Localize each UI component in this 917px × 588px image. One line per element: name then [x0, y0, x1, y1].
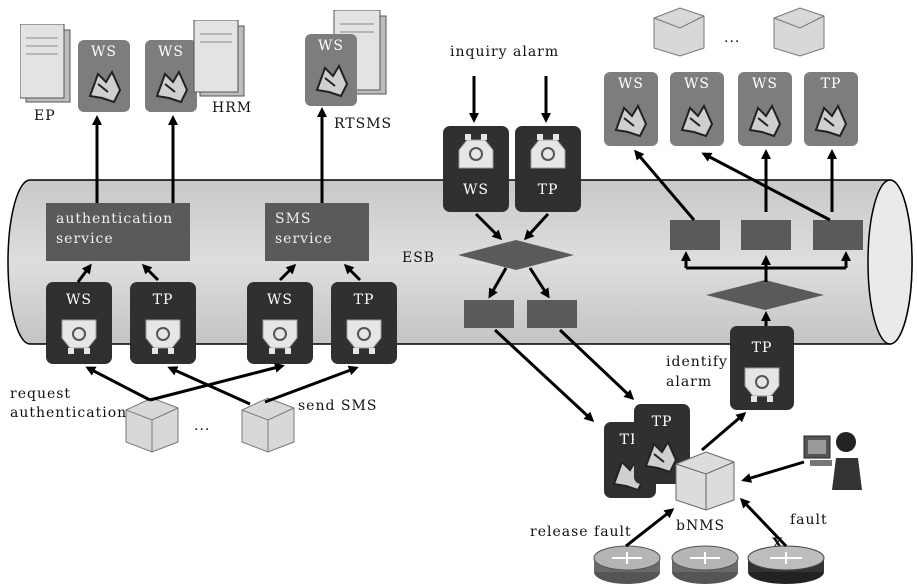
tp-label: TP: [353, 292, 375, 308]
server-icon: [125, 397, 179, 453]
authentication-service-line2: service: [56, 231, 114, 247]
sms-service-box: SMS service: [265, 203, 369, 261]
plug-connector-icon: [458, 134, 494, 169]
tp-label: TP: [537, 182, 559, 198]
server-ellipsis: ...: [724, 30, 741, 46]
rtsms-label: RTSMS: [334, 116, 393, 132]
plug-connector-icon: [530, 134, 566, 169]
tp-label: TP: [651, 414, 673, 430]
broken-puzzle-icon: [88, 69, 122, 104]
auth-tp-connector: TP: [130, 282, 196, 364]
backend-ws-component-3: WS: [738, 72, 792, 146]
ws-label: WS: [91, 44, 117, 60]
alarm-endpoint-box-1: [670, 220, 720, 250]
identify-alarm-line1: identify: [666, 354, 728, 370]
rtsms-ws-component: WS: [305, 34, 357, 106]
request-authentication-line2: authentication: [10, 405, 128, 421]
server-icon: [773, 7, 825, 57]
broken-puzzle-icon: [814, 103, 848, 138]
plug-connector-icon: [61, 319, 97, 354]
ws-label: WS: [684, 76, 710, 92]
router-diamond: [458, 240, 574, 270]
backend-tp-component: TP: [804, 72, 858, 146]
plug-connector-icon: [262, 319, 298, 354]
ws-label: WS: [618, 76, 644, 92]
tp-label: TP: [820, 76, 842, 92]
request-authentication-line1: request: [10, 386, 72, 402]
fault-label: fault: [790, 512, 828, 528]
server-icon: [20, 24, 71, 103]
alarm-endpoint-box-3: [813, 220, 863, 250]
hrm-ws-component: WS: [145, 40, 197, 112]
bnms-label: bNMS: [676, 518, 726, 534]
router-diamond: [706, 280, 824, 310]
sms-service-line2: service: [275, 231, 333, 247]
authentication-service-box: authentication service: [46, 203, 190, 261]
tp-label: TP: [751, 340, 773, 356]
inquiry-alarm-label: inquiry alarm: [450, 44, 560, 60]
esb-label: ESB: [402, 250, 436, 266]
ws-label: WS: [267, 292, 293, 308]
sms-tp-connector: TP: [331, 282, 397, 364]
plug-connector-icon: [744, 367, 780, 402]
broken-puzzle-icon: [155, 69, 189, 104]
send-sms-label: send SMS: [298, 398, 378, 414]
sms-service-line1: SMS: [275, 211, 312, 227]
server-icon: [653, 7, 705, 57]
server-icon: [193, 20, 245, 97]
server-icon: [241, 397, 295, 453]
sms-ws-connector: WS: [247, 282, 313, 364]
ws-label: WS: [318, 38, 344, 54]
ep-label: EP: [34, 108, 56, 124]
broken-puzzle-icon: [644, 439, 678, 474]
ep-ws-component: WS: [78, 40, 130, 112]
ws-label: WS: [752, 76, 778, 92]
router-icon: [671, 545, 739, 584]
backend-ws-component-1: WS: [604, 72, 658, 146]
auth-ws-connector: WS: [46, 282, 112, 364]
identify-alarm-tp-connector: TP: [730, 326, 794, 410]
client-ellipsis: ...: [194, 418, 211, 434]
broken-puzzle-icon: [680, 103, 714, 138]
server-icon: [675, 451, 735, 511]
identify-alarm-line2: alarm: [666, 374, 713, 390]
authentication-service-line1: authentication: [56, 211, 174, 227]
release-fault-label: release fault: [530, 524, 632, 540]
backend-ws-component-2: WS: [670, 72, 724, 146]
broken-puzzle-icon: [748, 103, 782, 138]
inquiry-tp-connector: TP: [515, 126, 581, 212]
ws-label: WS: [158, 44, 184, 60]
router-icon: [747, 545, 825, 584]
plug-connector-icon: [145, 319, 181, 354]
inquiry-endpoint-box-2: [527, 300, 577, 328]
hrm-label: HRM: [212, 100, 253, 116]
broken-puzzle-icon: [614, 103, 648, 138]
operator-person-icon: [803, 432, 862, 490]
plug-connector-icon: [346, 319, 382, 354]
alarm-endpoint-box-2: [741, 220, 791, 250]
bnms-tp-component: TP: [634, 404, 690, 484]
ws-label: WS: [463, 182, 489, 198]
ws-label: WS: [66, 292, 92, 308]
inquiry-endpoint-box-1: [464, 300, 514, 328]
x-mark-label: X: [772, 536, 784, 552]
broken-puzzle-icon: [315, 63, 349, 98]
tp-label: TP: [152, 292, 174, 308]
inquiry-ws-connector: WS: [443, 126, 509, 212]
